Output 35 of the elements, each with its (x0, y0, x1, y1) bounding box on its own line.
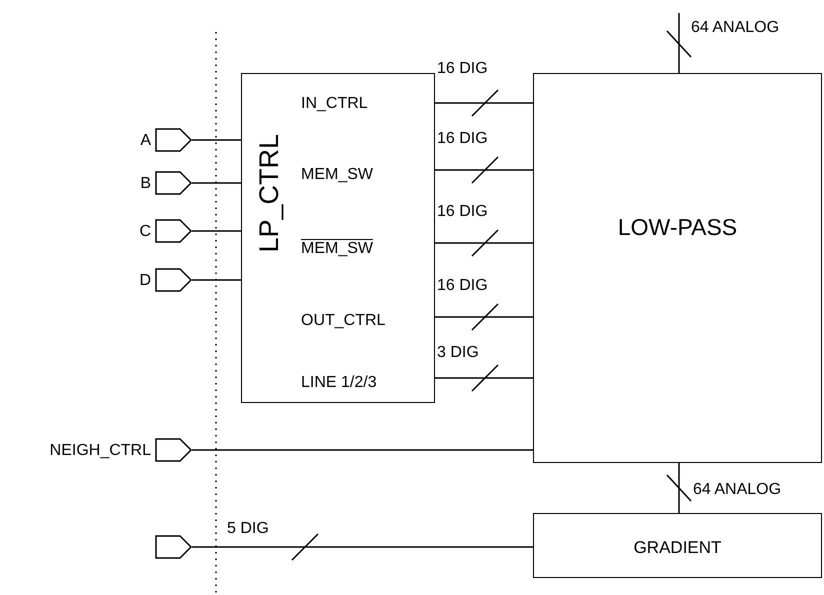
port-label: D (139, 273, 151, 289)
pin-label: IN_CTRL (301, 96, 368, 112)
bus-line (666, 13, 692, 73)
function-block (533, 513, 822, 578)
port-label: A (140, 133, 151, 149)
signal-line (192, 182, 241, 184)
port-symbol (155, 268, 192, 292)
pin-label: MEM_SW (301, 167, 373, 183)
port-symbol (155, 171, 192, 195)
control-block (241, 73, 435, 403)
signal-line (192, 139, 241, 141)
function-block (533, 73, 822, 463)
bus-line (435, 156, 533, 184)
port-symbol (155, 128, 192, 152)
pin-label: MEM_SW (301, 239, 373, 257)
bus-line (435, 89, 533, 117)
signal-line (192, 449, 533, 451)
block-title: GRADIENT (632, 539, 722, 556)
pin-label: OUT_CTRL (301, 313, 386, 329)
block-title: LP_CTRL (256, 134, 283, 253)
bus-line (666, 463, 692, 513)
signal-line (192, 279, 241, 281)
pin-label: LINE 1/2/3 (301, 375, 377, 391)
port-symbol (155, 535, 192, 559)
bus-line (192, 533, 533, 561)
signal-line (192, 230, 241, 232)
port-symbol (155, 219, 192, 243)
port-label: B (140, 176, 151, 192)
bus-line (435, 364, 533, 392)
bus-line (435, 229, 533, 257)
port-label: NEIGH_CTRL (50, 443, 151, 459)
bus-line (435, 303, 533, 331)
port-symbol (155, 438, 192, 462)
port-label: C (139, 224, 151, 240)
block-title: LOW-PASS (616, 216, 738, 239)
